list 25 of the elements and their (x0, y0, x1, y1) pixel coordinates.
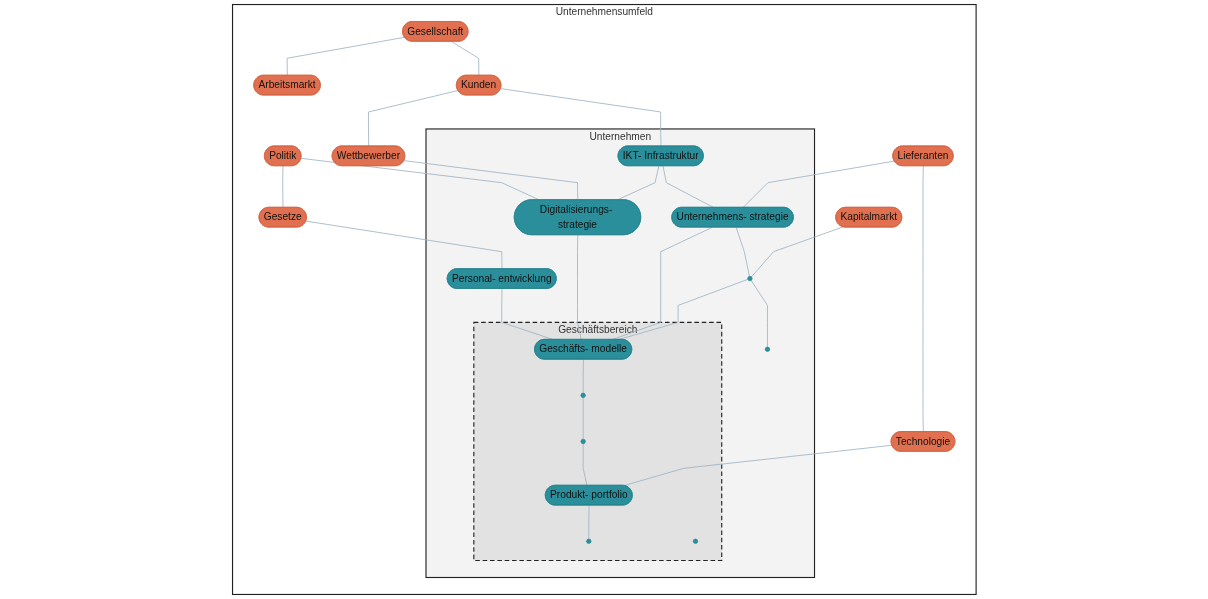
connector (662, 165, 714, 208)
node-circle (764, 346, 770, 352)
connector (582, 359, 584, 394)
connector (582, 443, 588, 486)
connector (281, 165, 284, 208)
node-circle (692, 538, 698, 544)
connector (742, 160, 895, 208)
connector (750, 280, 768, 348)
connector (735, 226, 750, 277)
connector (588, 504, 590, 540)
connector (576, 234, 582, 341)
connector (367, 90, 459, 147)
connector (499, 88, 662, 147)
connector (623, 444, 893, 487)
connector (403, 160, 578, 201)
connector (286, 36, 405, 76)
node-circle (585, 538, 591, 544)
node-circle (580, 438, 586, 444)
node-circle (580, 392, 586, 398)
connector (305, 220, 503, 270)
connector (450, 41, 479, 76)
connector (582, 397, 584, 440)
connector (750, 226, 844, 278)
node-circle (747, 276, 753, 282)
connector (922, 165, 924, 433)
